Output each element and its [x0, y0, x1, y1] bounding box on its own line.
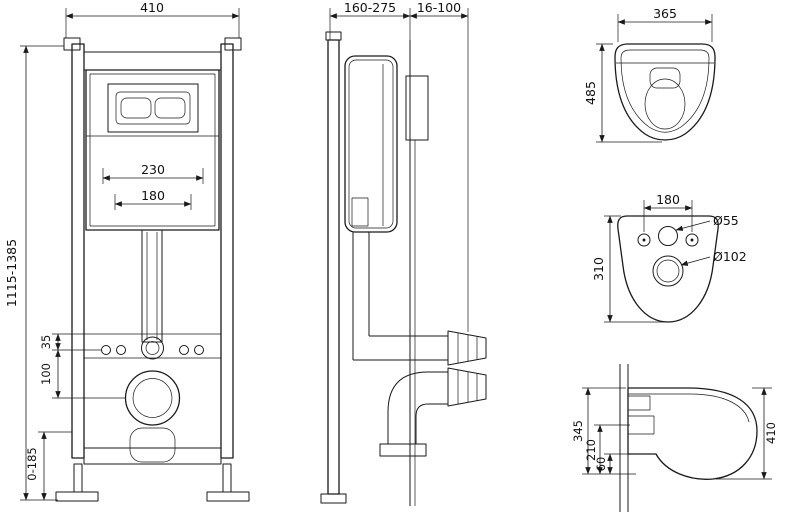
dim-plate-230: 230 — [102, 162, 204, 184]
dim-side-410: 410 — [716, 387, 778, 480]
fixing-hole — [194, 345, 204, 355]
cistern-side — [344, 55, 398, 233]
side-top-bracket — [325, 31, 342, 41]
foot-plate-left — [55, 491, 99, 502]
water-inlet — [141, 336, 164, 360]
bowl-side-view: 345 210 60 410 — [571, 364, 778, 512]
dim-60-label: 60 — [594, 457, 608, 472]
dim-wall-finish-label: 16-100 — [417, 0, 461, 15]
flush-button-small — [154, 97, 186, 119]
dim-frame-width-label: 410 — [140, 0, 164, 15]
fixing-hole-right — [685, 233, 699, 247]
dim-180-label: 180 — [141, 188, 165, 203]
frame-rail-right — [220, 43, 234, 459]
wall-section-block — [405, 75, 429, 141]
drain-hole — [652, 255, 684, 287]
flush-valve — [351, 197, 369, 227]
fixing-hole — [179, 345, 189, 355]
callout-flush-diameter: Ø55 — [675, 213, 739, 231]
drain-diameter-label: Ø102 — [713, 249, 747, 264]
frame-side-view: 160-275 16-100 — [320, 0, 487, 506]
dim-side-210: 210 — [584, 424, 630, 475]
dim-frame-width: 410 — [65, 0, 240, 38]
drain-socket — [379, 443, 427, 457]
dim-230-label: 230 — [141, 162, 165, 177]
bottom-crossbar — [83, 447, 222, 465]
dim-back-height-label: 310 — [591, 257, 606, 281]
dim-35-label: 35 — [39, 335, 53, 350]
dim-hole-spacing: 180 — [643, 192, 693, 232]
fixing-hole — [101, 345, 111, 355]
flush-pipe-front — [141, 229, 163, 343]
flush-diameter-label: Ø55 — [713, 213, 739, 228]
dim-frame-height: 1115-1385 — [4, 45, 64, 501]
dim-bowl-depth-label: 485 — [583, 81, 598, 105]
mounting-row — [84, 333, 221, 360]
back-plate-outline — [617, 215, 719, 323]
drain-connector-cone — [447, 367, 487, 407]
fixing-hole-left — [637, 233, 651, 247]
drain-outlet — [129, 427, 176, 463]
adjustable-leg-right — [222, 463, 232, 493]
dim-offset-35: 35 — [39, 333, 101, 351]
frame-front-view: 410 1115-1385 230 — [4, 0, 250, 502]
dim-345-label: 345 — [571, 420, 585, 442]
adjustable-leg-left — [73, 463, 83, 493]
dim-410-label: 410 — [764, 422, 778, 444]
dim-wall-finish-range: 16-100 — [409, 0, 469, 332]
drain-front — [124, 370, 181, 463]
drain-stub — [627, 415, 655, 435]
side-frame-structure — [320, 31, 347, 504]
bowl-top-outline — [614, 43, 716, 141]
flush-plate — [107, 83, 199, 133]
drain-circle — [124, 370, 181, 426]
finished-wall — [405, 40, 429, 506]
dim-side-345: 345 — [571, 387, 636, 475]
dim-frame-height-label: 1115-1385 — [4, 239, 19, 307]
fixing-hole — [116, 345, 126, 355]
dim-back-height: 310 — [591, 215, 665, 323]
bowl-opening — [644, 78, 686, 130]
drain-elbow-side — [379, 371, 448, 457]
bowl-side-outline — [627, 387, 758, 480]
dim-depth-range-label: 160-275 — [344, 0, 396, 15]
mounting-wall — [619, 364, 629, 512]
callout-drain-diameter: Ø102 — [680, 249, 747, 266]
dim-foot-range: 0-185 — [25, 431, 72, 501]
dim-foot-range-label: 0-185 — [25, 447, 39, 480]
flush-opening — [649, 67, 681, 89]
frame-structure — [63, 37, 242, 459]
flush-button-large — [120, 97, 152, 119]
flush-pipe-side — [352, 232, 448, 361]
flush-connector-cone — [447, 330, 487, 366]
frame-base — [55, 447, 250, 502]
dim-hole-spacing-label: 180 — [656, 192, 680, 207]
flush-stub — [627, 395, 651, 411]
bowl-top-view: 365 485 — [583, 6, 716, 143]
side-rail — [327, 39, 340, 495]
dim-bowl-depth: 485 — [583, 43, 662, 143]
dim-100-label: 100 — [39, 363, 53, 385]
dim-side-60: 60 — [594, 453, 630, 475]
dim-bowl-width-label: 365 — [653, 6, 677, 21]
dim-210-label: 210 — [584, 439, 598, 461]
bowl-back-view: 180 Ø55 Ø102 310 — [591, 192, 747, 323]
foot-plate-right — [206, 491, 250, 502]
side-foot-plate — [320, 493, 347, 504]
cistern-front — [85, 69, 220, 231]
dim-depth-range: 160-275 — [329, 0, 411, 74]
dim-offset-100: 100 — [39, 349, 125, 399]
dim-plate-180: 180 — [114, 188, 192, 210]
dim-bowl-width: 365 — [617, 6, 713, 42]
frame-top-crossbar — [83, 51, 222, 71]
flush-hole — [658, 226, 678, 246]
frame-rail-left — [71, 43, 85, 459]
